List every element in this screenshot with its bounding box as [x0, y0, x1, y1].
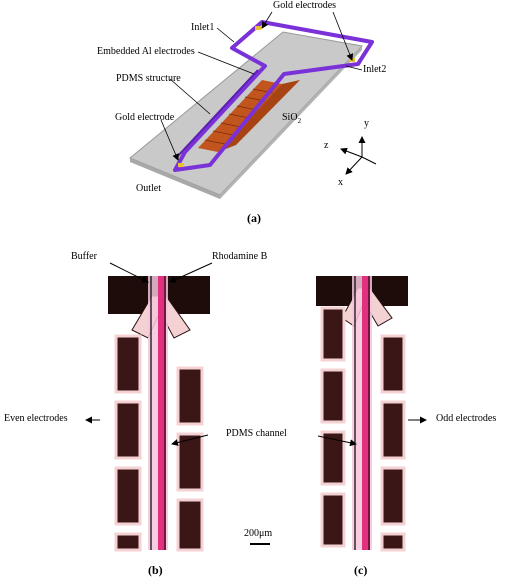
panel-b-micrograph	[108, 276, 210, 552]
odd-electrodes-label: Odd electrodes	[436, 413, 497, 424]
embedded-al-label: Embedded Al electrodes	[97, 46, 195, 57]
even-electrodes-label: Even electrodes	[4, 413, 68, 424]
axis-z-label: z	[324, 140, 329, 151]
panel-a-schematic	[129, 11, 377, 199]
inlet1-label: Inlet1	[191, 22, 215, 33]
caption-a: (a)	[247, 211, 261, 225]
pdms-structure	[173, 20, 374, 172]
scale-bar-label: 200μm	[244, 528, 273, 539]
pdms-structure-label: PDMS structure	[116, 73, 181, 84]
sio2-label: SiO2	[282, 112, 301, 127]
pdms-channel-label: PDMS channel	[226, 428, 287, 439]
gold-electrode-label: Gold electrode	[115, 112, 175, 123]
axis-y-label: y	[364, 118, 369, 129]
al-electrodes	[198, 80, 300, 152]
outlet-label: Outlet	[136, 183, 161, 194]
sio2-substrate-edge	[130, 158, 220, 199]
axes-indicator	[340, 136, 377, 175]
caption-c: (c)	[354, 563, 368, 577]
odd-electrode-column-b	[176, 366, 204, 552]
caption-b: (b)	[148, 563, 163, 577]
electrode-column-c-left	[320, 306, 346, 548]
sio2-subscript: 2	[297, 117, 302, 125]
sio2-main: SiO	[282, 112, 298, 123]
rhodamine-label: Rhodamine B	[212, 251, 268, 262]
odd-electrode-column	[380, 334, 406, 552]
even-electrode-column	[114, 334, 142, 552]
buffer-label: Buffer	[71, 251, 97, 262]
axis-x-label: x	[338, 177, 343, 188]
gold-electrodes-label: Gold electrodes	[273, 0, 337, 11]
panel-c-micrograph	[316, 276, 408, 552]
inlet2-label: Inlet2	[363, 64, 387, 75]
